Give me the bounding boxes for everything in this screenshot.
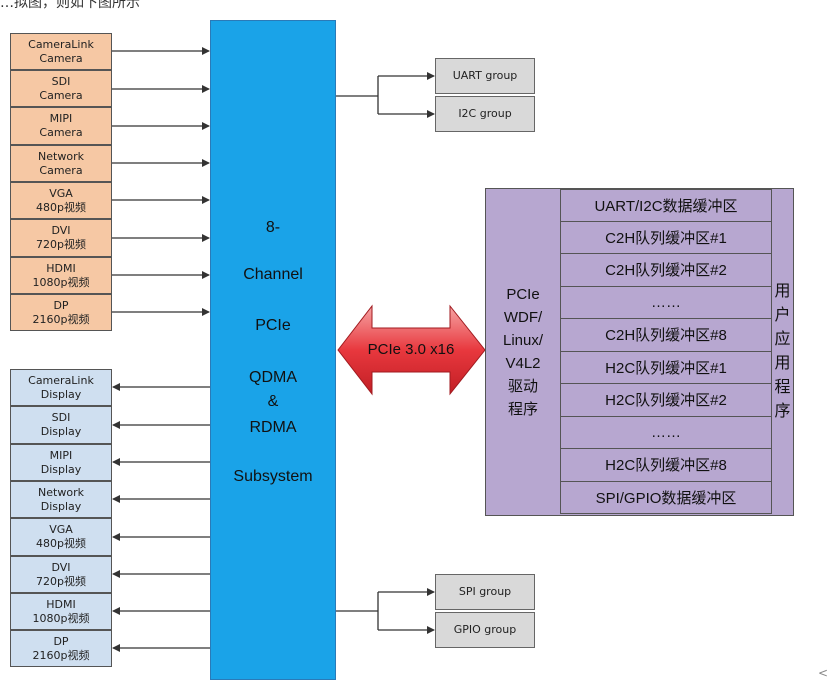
display-output-box: MIPI Display — [10, 444, 112, 481]
display-output-box: CameraLink Display — [10, 369, 112, 406]
buffer-row: SPI/GPIO数据缓冲区 — [560, 481, 772, 514]
buffer-row: H2C队列缓冲区#1 — [560, 351, 772, 384]
display-output-box: SDI Display — [10, 406, 112, 444]
user-application-label: 用户 应用 程序 — [774, 283, 791, 420]
host-software-panel: PCIe WDF/ Linux/ V4L2 驱动 程序 UART/I2C数据缓冲… — [485, 188, 794, 516]
camera-input-box: MIPI Camera — [10, 107, 112, 145]
core-label-line: RDMA — [249, 419, 297, 436]
video-output-box: VGA 480p视频 — [10, 518, 112, 556]
pcie-link-label: PCIe 3.0 x16 — [367, 341, 455, 358]
buffer-row: UART/I2C数据缓冲区 — [560, 189, 772, 222]
buffer-row: H2C队列缓冲区#2 — [560, 384, 772, 417]
buffer-row: C2H队列缓冲区#8 — [560, 319, 772, 352]
display-output-box: Network Display — [10, 481, 112, 518]
video-input-box: HDMI 1080p视频 — [10, 257, 112, 294]
video-output-box: DP 2160p视频 — [10, 630, 112, 667]
video-output-box: HDMI 1080p视频 — [10, 593, 112, 630]
video-input-box: VGA 480p视频 — [10, 182, 112, 219]
uart-group-box: UART group — [435, 58, 535, 94]
camera-input-box: CameraLink Camera — [10, 33, 112, 70]
driver-label: PCIe WDF/ Linux/ V4L2 驱动 程序 — [502, 286, 544, 418]
core-label-line: QDMA — [249, 369, 297, 386]
video-input-box: DP 2160p视频 — [10, 294, 112, 331]
core-label-line: 8- — [265, 219, 281, 236]
camera-input-box: SDI Camera — [10, 70, 112, 107]
header-text: …拟图，则如下图所示 — [0, 0, 140, 11]
video-output-box: DVI 720p视频 — [10, 556, 112, 593]
core-label-line: & — [267, 393, 279, 410]
buffer-row: …… — [560, 286, 772, 319]
buffer-row: …… — [560, 416, 772, 449]
corner-mark: < — [818, 666, 829, 680]
core-label-line: Channel — [243, 266, 303, 283]
i2c-group-box: I2C group — [435, 96, 535, 132]
qdma-subsystem-block: 8- Channel PCIe QDMA & RDMA Subsystem — [210, 20, 336, 680]
core-label-line: Subsystem — [233, 468, 313, 485]
buffer-row: H2C队列缓冲区#8 — [560, 449, 772, 482]
core-label-line: PCIe — [255, 317, 291, 334]
buffer-row: C2H队列缓冲区#2 — [560, 254, 772, 287]
camera-input-box: Network Camera — [10, 145, 112, 182]
gpio-group-box: GPIO group — [435, 612, 535, 648]
buffer-row: C2H队列缓冲区#1 — [560, 221, 772, 254]
spi-group-box: SPI group — [435, 574, 535, 610]
video-input-box: DVI 720p视频 — [10, 219, 112, 257]
